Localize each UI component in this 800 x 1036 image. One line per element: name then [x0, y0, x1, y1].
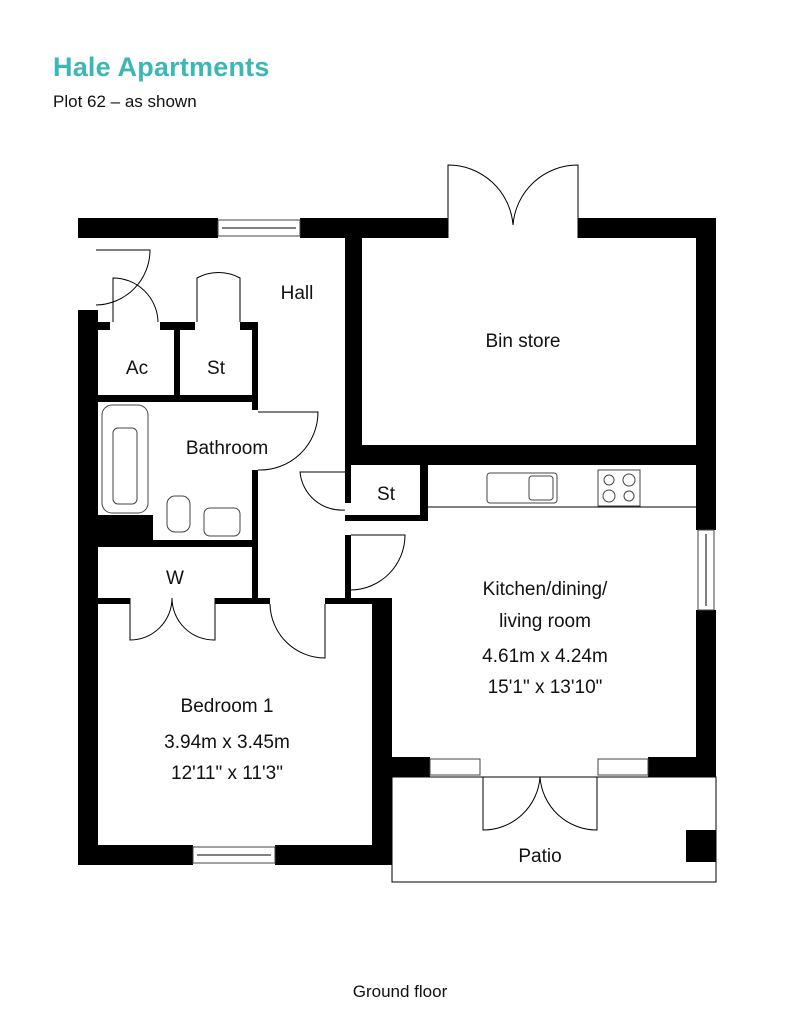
- bedroom-metric-size: 3.94m x 3.45m: [164, 732, 290, 753]
- toilet: [166, 495, 191, 533]
- label-bathroom: Bathroom: [186, 438, 268, 459]
- label-bin-store: Bin store: [486, 331, 561, 352]
- room-labels: Hall Bin store Ac St Bathroom St W Kitch…: [126, 283, 608, 1001]
- page-title: Hale Apartments: [53, 52, 270, 82]
- floor-label: Ground floor: [353, 982, 448, 1001]
- label-store-2: St: [377, 484, 396, 505]
- kitchen-metric-size: 4.61m x 4.24m: [482, 646, 608, 667]
- patio-outline: [391, 776, 717, 883]
- windows: [192, 219, 717, 883]
- label-wardrobe: W: [166, 568, 184, 589]
- basin: [203, 507, 241, 537]
- internal-walls: [98, 322, 428, 604]
- hob: [597, 469, 641, 507]
- kitchen-imperial-size: 15'1" x 13'10": [488, 677, 603, 698]
- doors: [95, 164, 598, 831]
- external-walls: [78, 218, 716, 865]
- label-kitchen-line2: living room: [499, 611, 591, 632]
- plot-subtitle: Plot 62 – as shown: [53, 92, 197, 111]
- label-ac: Ac: [126, 358, 148, 379]
- label-bedroom: Bedroom 1: [181, 696, 274, 717]
- label-kitchen-line1: Kitchen/dining/: [483, 579, 608, 600]
- fixtures: [101, 404, 696, 537]
- bedroom-imperial-size: 12'11" x 11'3": [171, 763, 283, 784]
- label-hall: Hall: [281, 283, 314, 304]
- label-patio: Patio: [518, 846, 561, 867]
- label-store: St: [207, 358, 226, 379]
